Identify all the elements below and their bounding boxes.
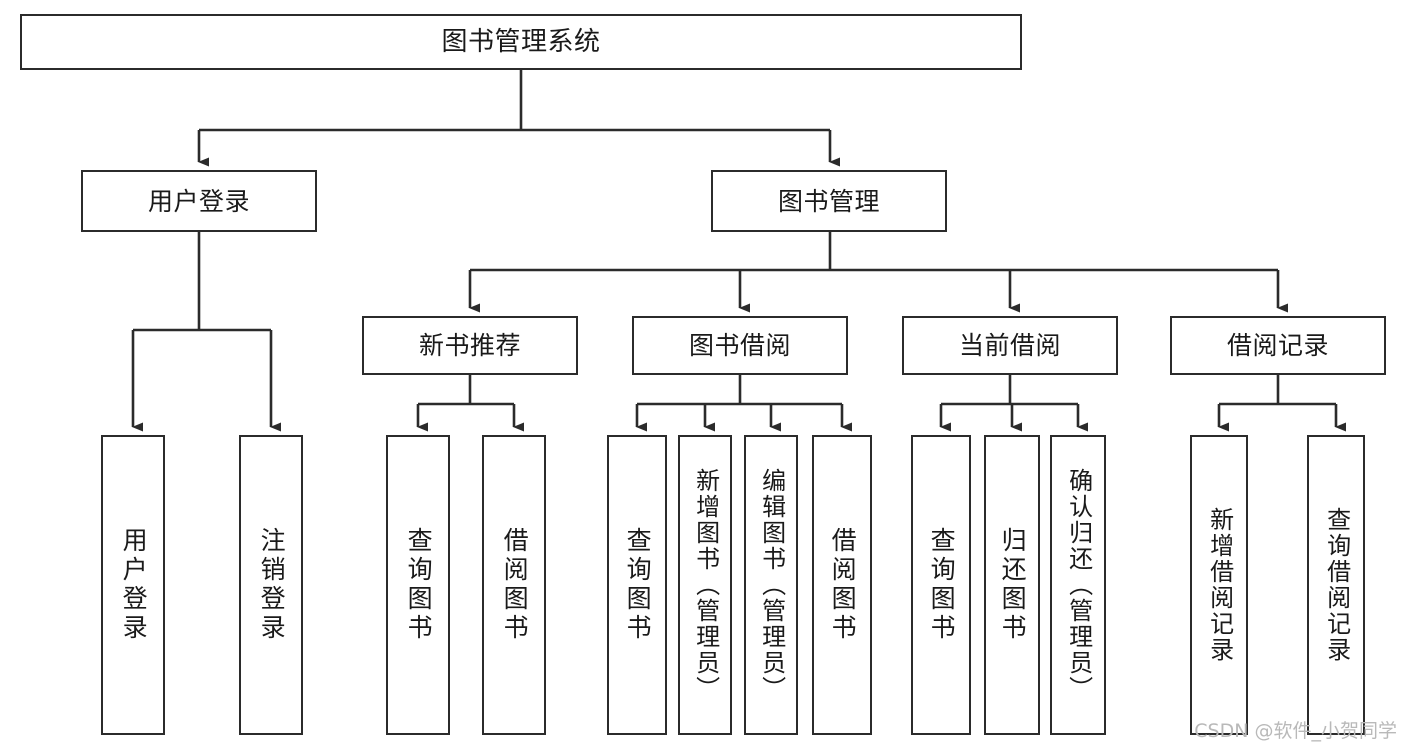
watermark: CSDN @软件_小贺同学 xyxy=(1194,720,1397,742)
node-borrow-record-label: 借阅记录 xyxy=(1226,331,1329,360)
leaf-query-record-label: 查询借阅记录 xyxy=(1322,507,1351,663)
leaf-query-book-rec-label: 查询图书 xyxy=(404,527,434,643)
leaf-user-login-label: 用户登录 xyxy=(119,527,149,643)
leaf-return-book[interactable]: 归还图书 xyxy=(984,435,1040,735)
leaf-return-book-label: 归还图书 xyxy=(998,527,1028,643)
leaf-query-book-cur[interactable]: 查询图书 xyxy=(911,435,971,735)
leaf-borrow-book[interactable]: 借阅图书 xyxy=(812,435,872,735)
leaf-user-logout[interactable]: 注销登录 xyxy=(239,435,303,735)
leaf-edit-book-label: 编辑图书（管理员） xyxy=(757,468,786,702)
leaf-add-book[interactable]: 新增图书（管理员） xyxy=(678,435,732,735)
leaf-add-record-label: 新增借阅记录 xyxy=(1205,507,1234,663)
node-current-borrow[interactable]: 当前借阅 xyxy=(902,316,1118,375)
node-book-borrow[interactable]: 图书借阅 xyxy=(632,316,848,375)
node-new-book-rec-label: 新书推荐 xyxy=(418,331,521,360)
node-book-manage[interactable]: 图书管理 xyxy=(711,170,947,232)
leaf-user-logout-label: 注销登录 xyxy=(257,527,287,643)
leaf-borrow-book-rec[interactable]: 借阅图书 xyxy=(482,435,546,735)
node-user-login[interactable]: 用户登录 xyxy=(81,170,317,232)
node-borrow-record[interactable]: 借阅记录 xyxy=(1170,316,1386,375)
leaf-borrow-book-rec-label: 借阅图书 xyxy=(500,527,530,643)
leaf-query-book[interactable]: 查询图书 xyxy=(607,435,667,735)
leaf-query-book-cur-label: 查询图书 xyxy=(927,527,957,643)
node-root[interactable]: 图书管理系统 xyxy=(20,14,1022,70)
node-current-borrow-label: 当前借阅 xyxy=(958,331,1061,360)
leaf-confirm-return[interactable]: 确认归还（管理员） xyxy=(1050,435,1106,735)
node-user-login-label: 用户登录 xyxy=(147,186,250,216)
node-root-label: 图书管理系统 xyxy=(441,27,601,57)
leaf-query-book-label: 查询图书 xyxy=(623,527,653,643)
leaf-edit-book[interactable]: 编辑图书（管理员） xyxy=(744,435,798,735)
leaf-query-book-rec[interactable]: 查询图书 xyxy=(386,435,450,735)
leaf-query-record[interactable]: 查询借阅记录 xyxy=(1307,435,1365,735)
leaf-add-record[interactable]: 新增借阅记录 xyxy=(1190,435,1248,735)
leaf-user-login[interactable]: 用户登录 xyxy=(101,435,165,735)
leaf-borrow-book-label: 借阅图书 xyxy=(828,527,858,643)
leaf-add-book-label: 新增图书（管理员） xyxy=(691,468,720,702)
node-book-manage-label: 图书管理 xyxy=(777,186,880,216)
leaf-confirm-return-label: 确认归还（管理员） xyxy=(1064,468,1093,702)
node-book-borrow-label: 图书借阅 xyxy=(688,331,791,360)
node-new-book-rec[interactable]: 新书推荐 xyxy=(362,316,578,375)
